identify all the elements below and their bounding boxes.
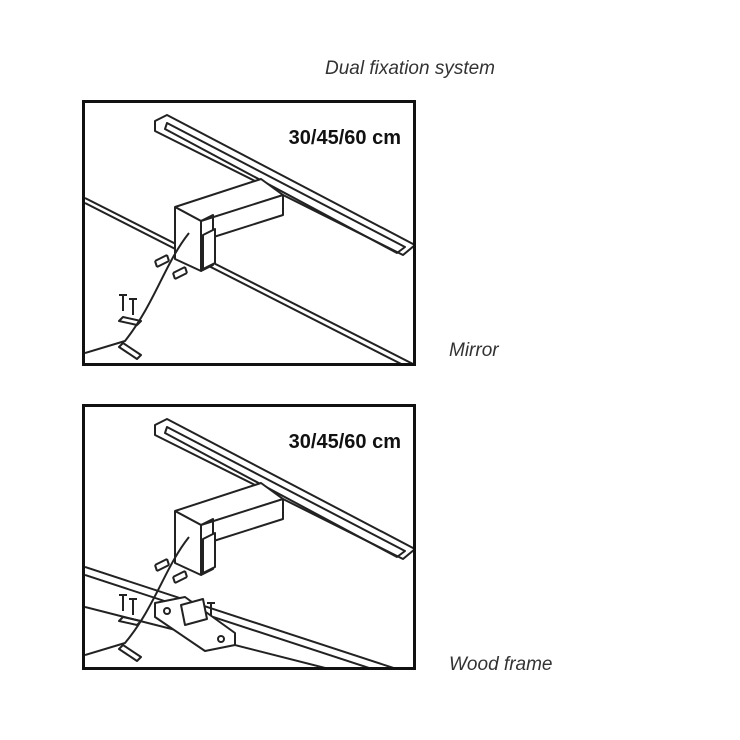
wood-frame-edge bbox=[85, 566, 394, 667]
caption-mirror: Mirror bbox=[449, 340, 499, 361]
frame-block bbox=[180, 598, 208, 626]
power-cable bbox=[85, 536, 190, 656]
wall-plug bbox=[154, 254, 170, 268]
wood-frame-mounting-illustration bbox=[85, 418, 413, 667]
wood-frame-plate bbox=[154, 596, 236, 652]
size-label: 30/45/60 cm bbox=[288, 127, 401, 149]
screw bbox=[119, 294, 127, 311]
mirror-mounting-panel: 30/45/60 cm bbox=[82, 100, 416, 366]
caption-wood-frame: Wood frame bbox=[449, 654, 553, 675]
mirror-edge-line bbox=[85, 197, 413, 363]
diagram-title: Dual fixation system bbox=[325, 58, 496, 79]
mirror-mounting-illustration bbox=[85, 114, 413, 363]
mirror-clip bbox=[202, 228, 216, 270]
power-cable bbox=[85, 232, 190, 354]
screw bbox=[119, 594, 127, 611]
wood-frame-mounting-panel: 30/45/60 cm bbox=[82, 404, 416, 670]
mirror-bracket bbox=[118, 316, 142, 326]
size-label: 30/45/60 cm bbox=[288, 431, 401, 453]
